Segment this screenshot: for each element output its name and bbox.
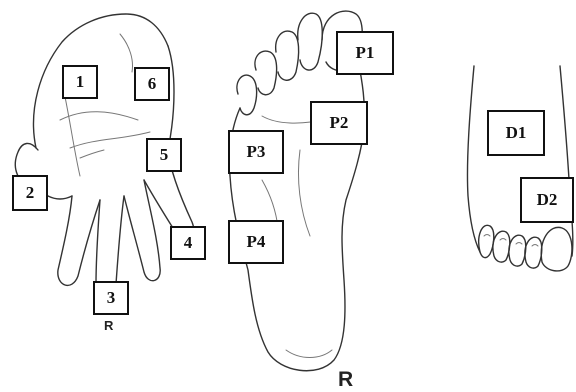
sole-label-p3: P3 [228,130,284,174]
hand-label-2: 2 [12,175,48,211]
hand-label-4: 4 [170,226,206,260]
hand-label-5: 5 [146,138,182,172]
sole-label-p4: P4 [228,220,284,264]
dorsum-label-d2: D2 [520,177,574,223]
sole-label-p1: P1 [336,31,394,75]
hand-label-6: 6 [134,67,170,101]
sole-side-marker: R [338,368,353,392]
dorsum-outline [467,66,572,271]
hand-side-marker: R [104,318,113,333]
hand-label-3: 3 [93,281,129,315]
dorsum-label-d1: D1 [487,110,545,156]
hand-label-1: 1 [62,65,98,99]
sole-label-p2: P2 [310,101,368,145]
